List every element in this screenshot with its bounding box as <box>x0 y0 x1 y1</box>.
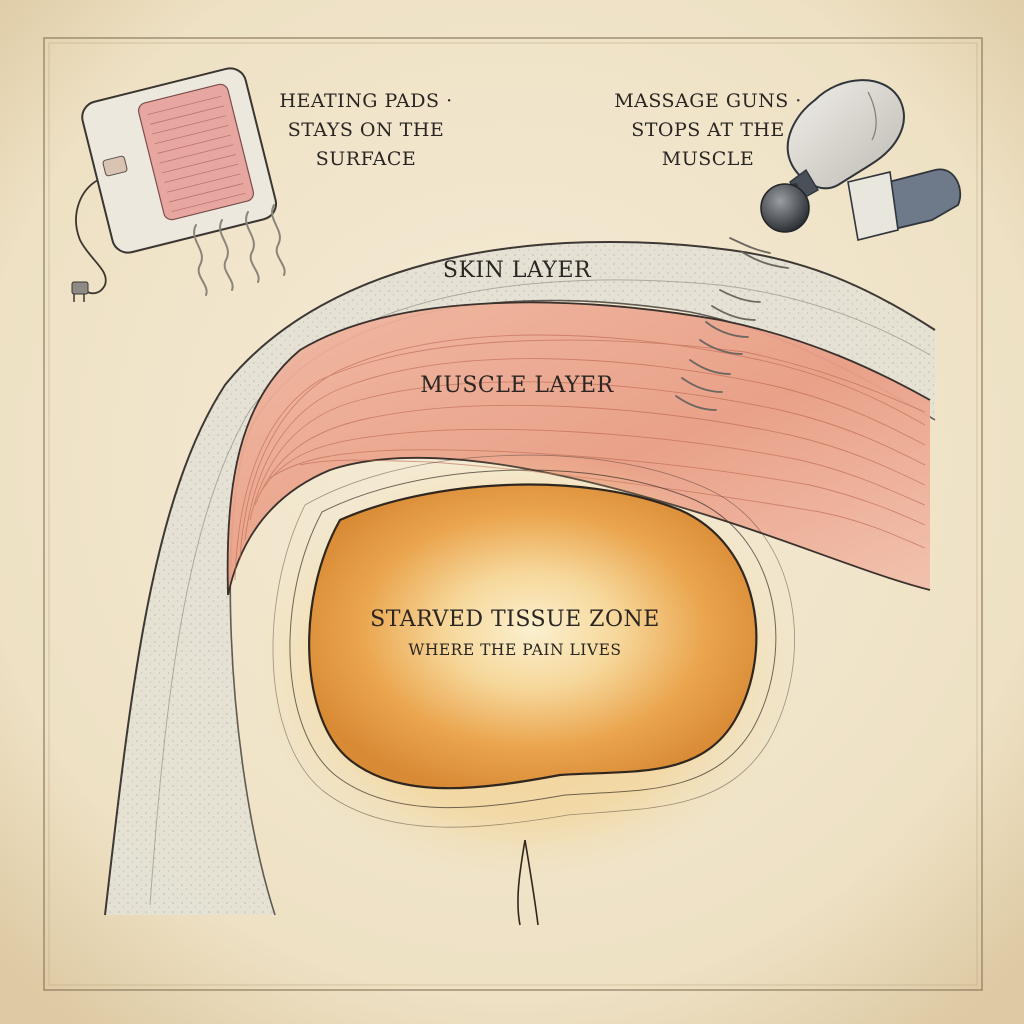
massage-gun-caption: MASSAGE GUNS · STOPS AT THE MUSCLE <box>614 90 802 170</box>
page-border <box>43 37 983 991</box>
starved-tissue-zone <box>255 450 795 926</box>
muscle-layer-label: MUSCLE LAYER <box>420 373 614 398</box>
vibration-lines <box>675 237 789 411</box>
massage-gun-icon <box>760 79 962 241</box>
heating-pad-caption: HEATING PADS · STAYS ON THE SURFACE <box>279 90 453 170</box>
heat-waves <box>193 204 286 296</box>
tissue-zone-subtitle: WHERE THE PAIN LIVES <box>408 641 622 659</box>
heating-pad-icon <box>71 67 277 302</box>
muscle-layer <box>226 301 931 596</box>
tissue-zone-title: STARVED TISSUE ZONE <box>370 607 660 632</box>
skin-layer-label: SKIN LAYER <box>442 258 592 283</box>
